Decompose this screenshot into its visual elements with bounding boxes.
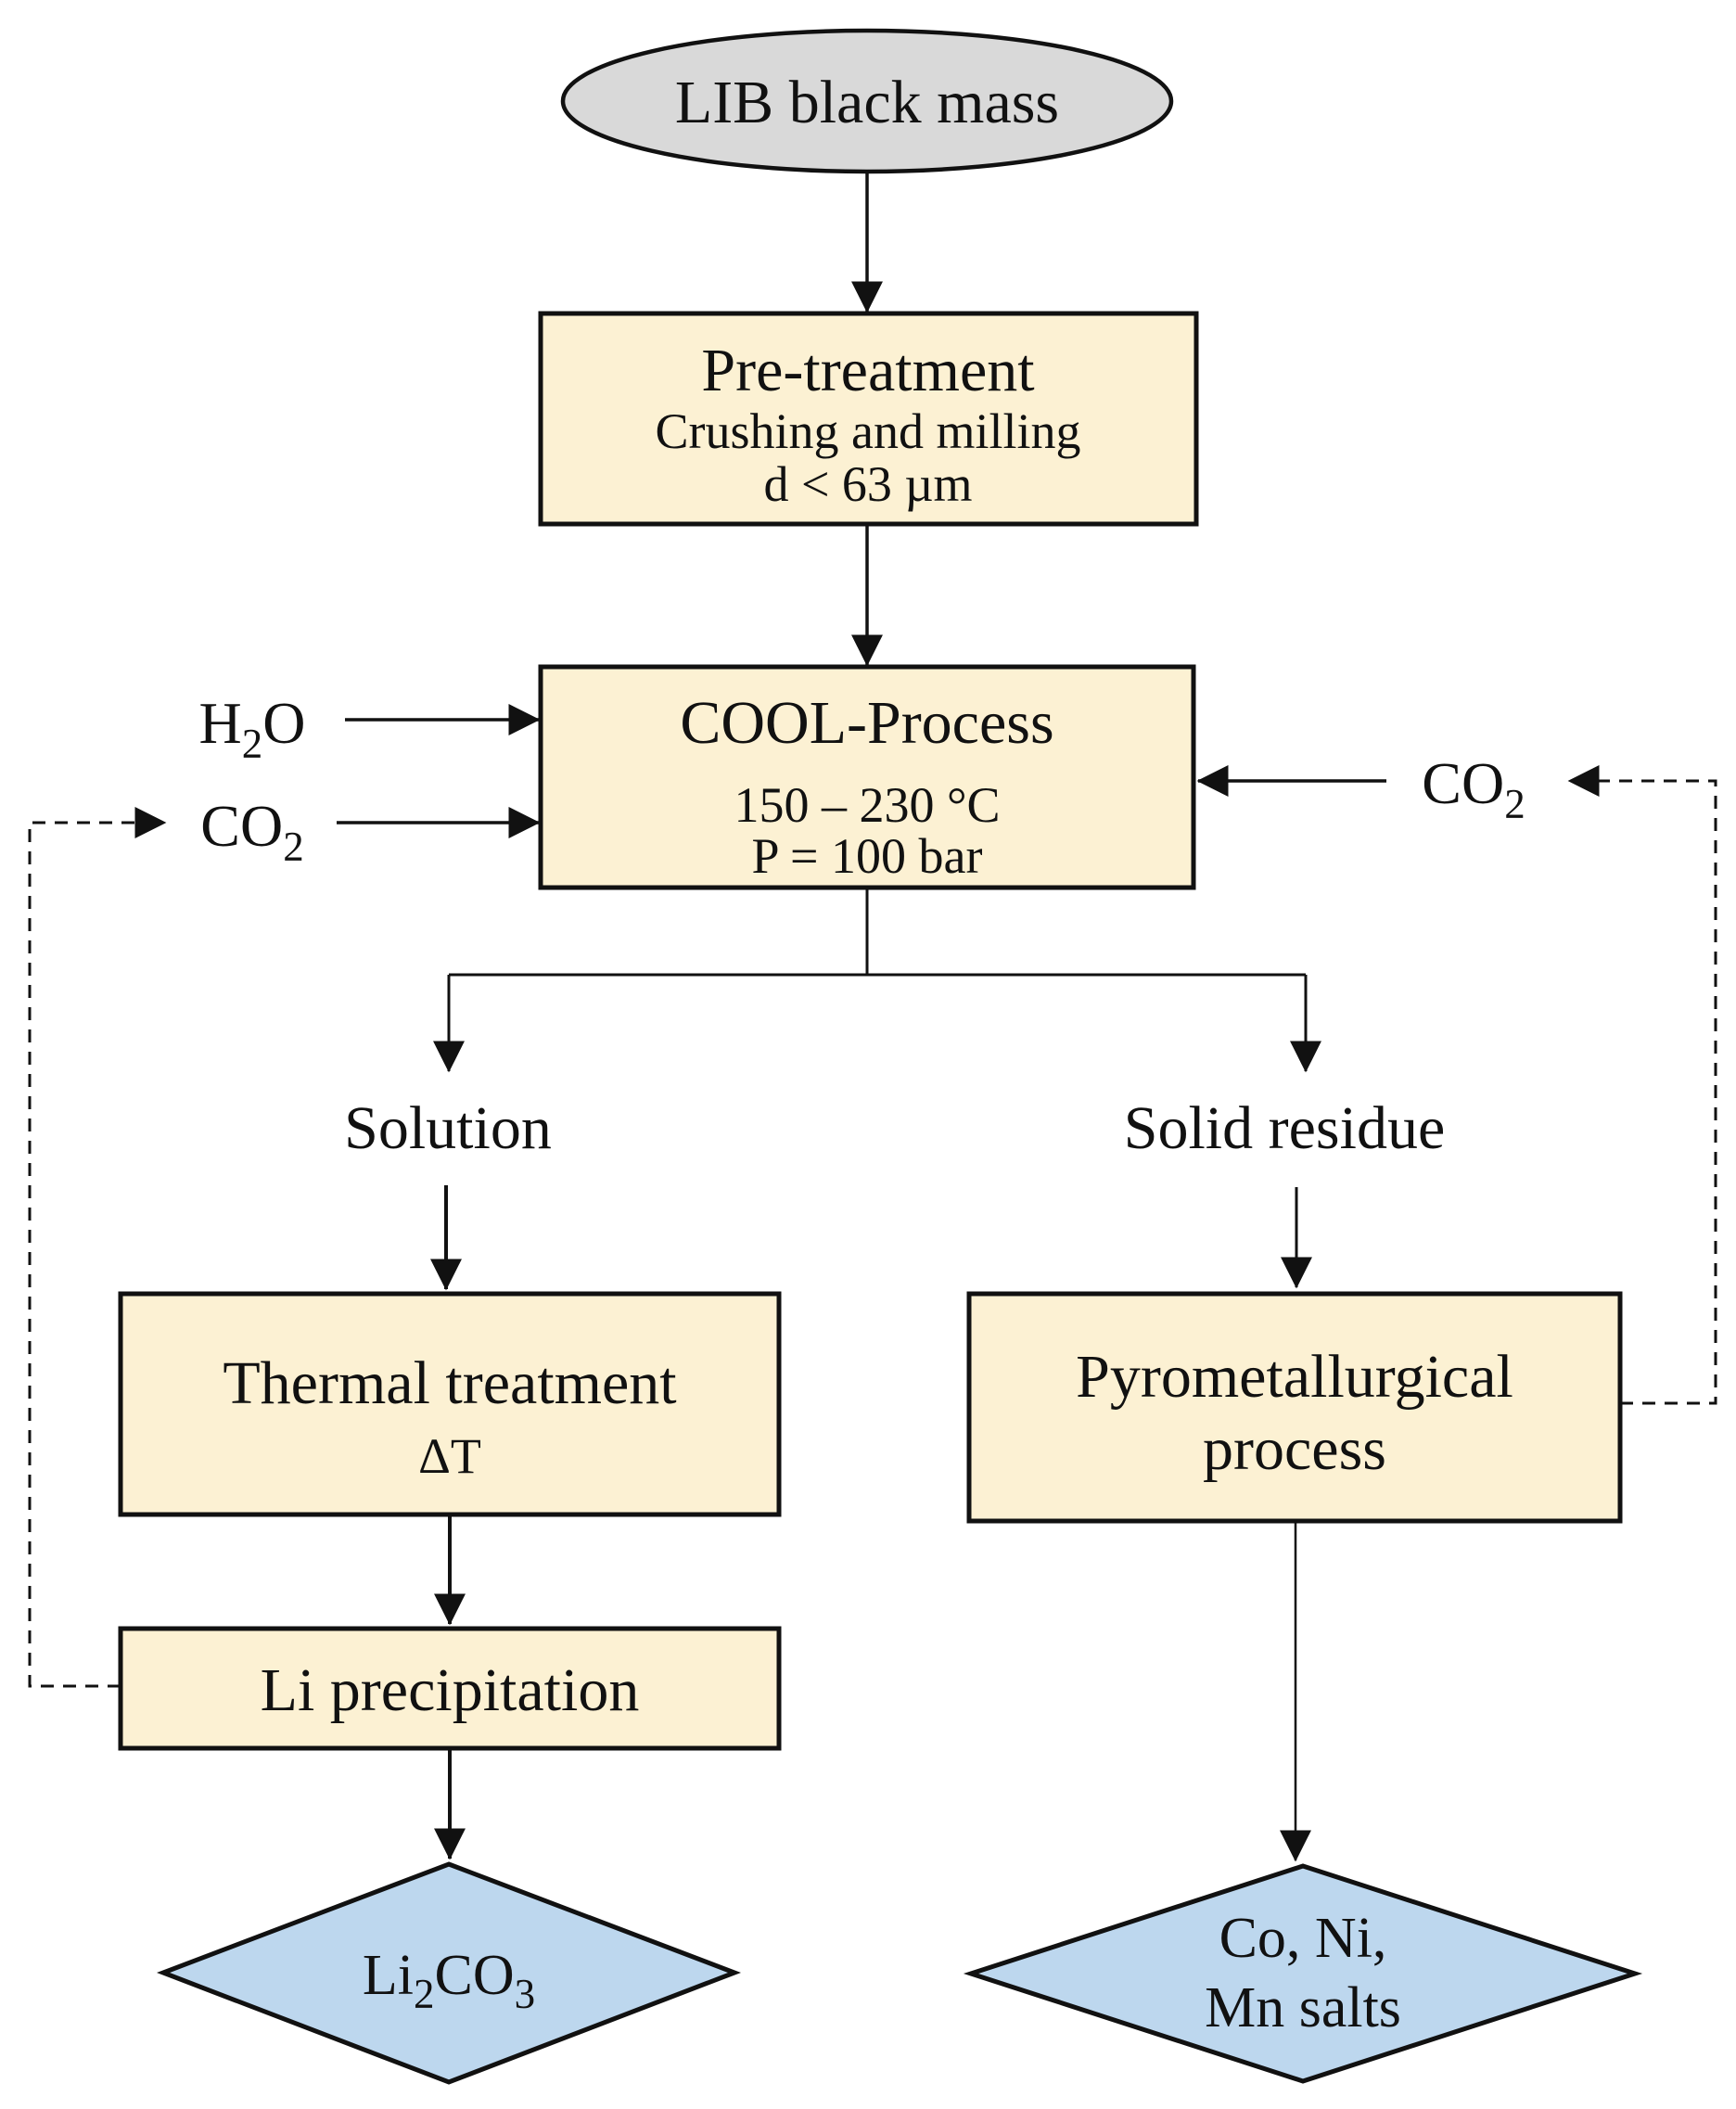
solid-residue-label: Solid residue (1124, 1094, 1445, 1162)
co2-recycle-right-dashed-path (1567, 765, 1717, 1405)
cool-process-node: COOL-Process 150 – 230 °C P = 100 bar (538, 664, 1196, 890)
pyrometallurgical-title-line2: process (1203, 1415, 1386, 1483)
start-node-label: LIB black mass (675, 69, 1059, 136)
salts-diamond (963, 1863, 1643, 2084)
li2co3-sub2: 3 (515, 1971, 536, 2017)
edge-cool-branch-tee (449, 888, 1306, 977)
co2-recycle-left-dashed-path (28, 807, 167, 1688)
li2co3-sub1: 2 (414, 1971, 435, 2017)
co2-right-label: CO2 (1422, 750, 1525, 827)
cool-process-temperature: 150 – 230 °C (734, 777, 1000, 833)
li2co3-co: CO (434, 1944, 514, 2007)
h2o-label: H2O (199, 690, 306, 767)
li-precipitation-title: Li precipitation (261, 1656, 640, 1724)
cool-process-box (538, 664, 1196, 890)
pretreatment-title: Pre-treatment (701, 337, 1034, 404)
li2co3-diamond (156, 1861, 742, 2085)
pretreatment-box (538, 311, 1199, 527)
h2o-post: O (262, 690, 305, 756)
thermal-treatment-delta-t: ΔT (418, 1428, 481, 1484)
salts-label-line1: Co, Ni, (1219, 1907, 1387, 1970)
salts-node: Co, Ni, Mn salts (963, 1863, 1643, 2084)
li-precipitation-node: Li precipitation (118, 1626, 782, 1751)
pyrometallurgical-box (966, 1291, 1623, 1524)
co2-left-main: CO (200, 793, 283, 859)
thermal-treatment-node: Thermal treatment ΔT (118, 1291, 782, 1517)
pyrometallurgical-node: Pyrometallurgical process (966, 1291, 1623, 1524)
salts-label-line2: Mn salts (1205, 1976, 1401, 2039)
thermal-treatment-box (118, 1291, 782, 1517)
pretreatment-node: Pre-treatment Crushing and milling d < 6… (538, 311, 1199, 527)
start-node-ellipse (560, 28, 1174, 174)
solution-label: Solution (344, 1094, 552, 1162)
start-node: LIB black mass (560, 28, 1174, 174)
co2-left-subscript: 2 (283, 824, 304, 870)
li2co3-node: Li2CO3 (156, 1861, 742, 2085)
pyrometallurgical-title-line1: Pyrometallurgical (1076, 1343, 1513, 1411)
li2co3-label: Li2CO3 (363, 1944, 535, 2017)
li-precipitation-box (118, 1626, 782, 1751)
co2-left-label: CO2 (200, 793, 303, 870)
h2o-subscript: 2 (242, 721, 263, 767)
co2-right-subscript: 2 (1504, 781, 1525, 827)
cool-process-pressure: P = 100 bar (752, 828, 983, 884)
cool-process-title: COOL-Process (680, 689, 1053, 757)
edges (28, 172, 1717, 1862)
pretreatment-subtitle: Crushing and milling (656, 403, 1081, 459)
thermal-treatment-title: Thermal treatment (223, 1349, 676, 1417)
li2co3-li: Li (363, 1944, 414, 2007)
pretreatment-particle-size: d < 63 µm (763, 456, 972, 512)
co2-right-main: CO (1422, 750, 1504, 816)
h2o-main: H (199, 690, 242, 756)
